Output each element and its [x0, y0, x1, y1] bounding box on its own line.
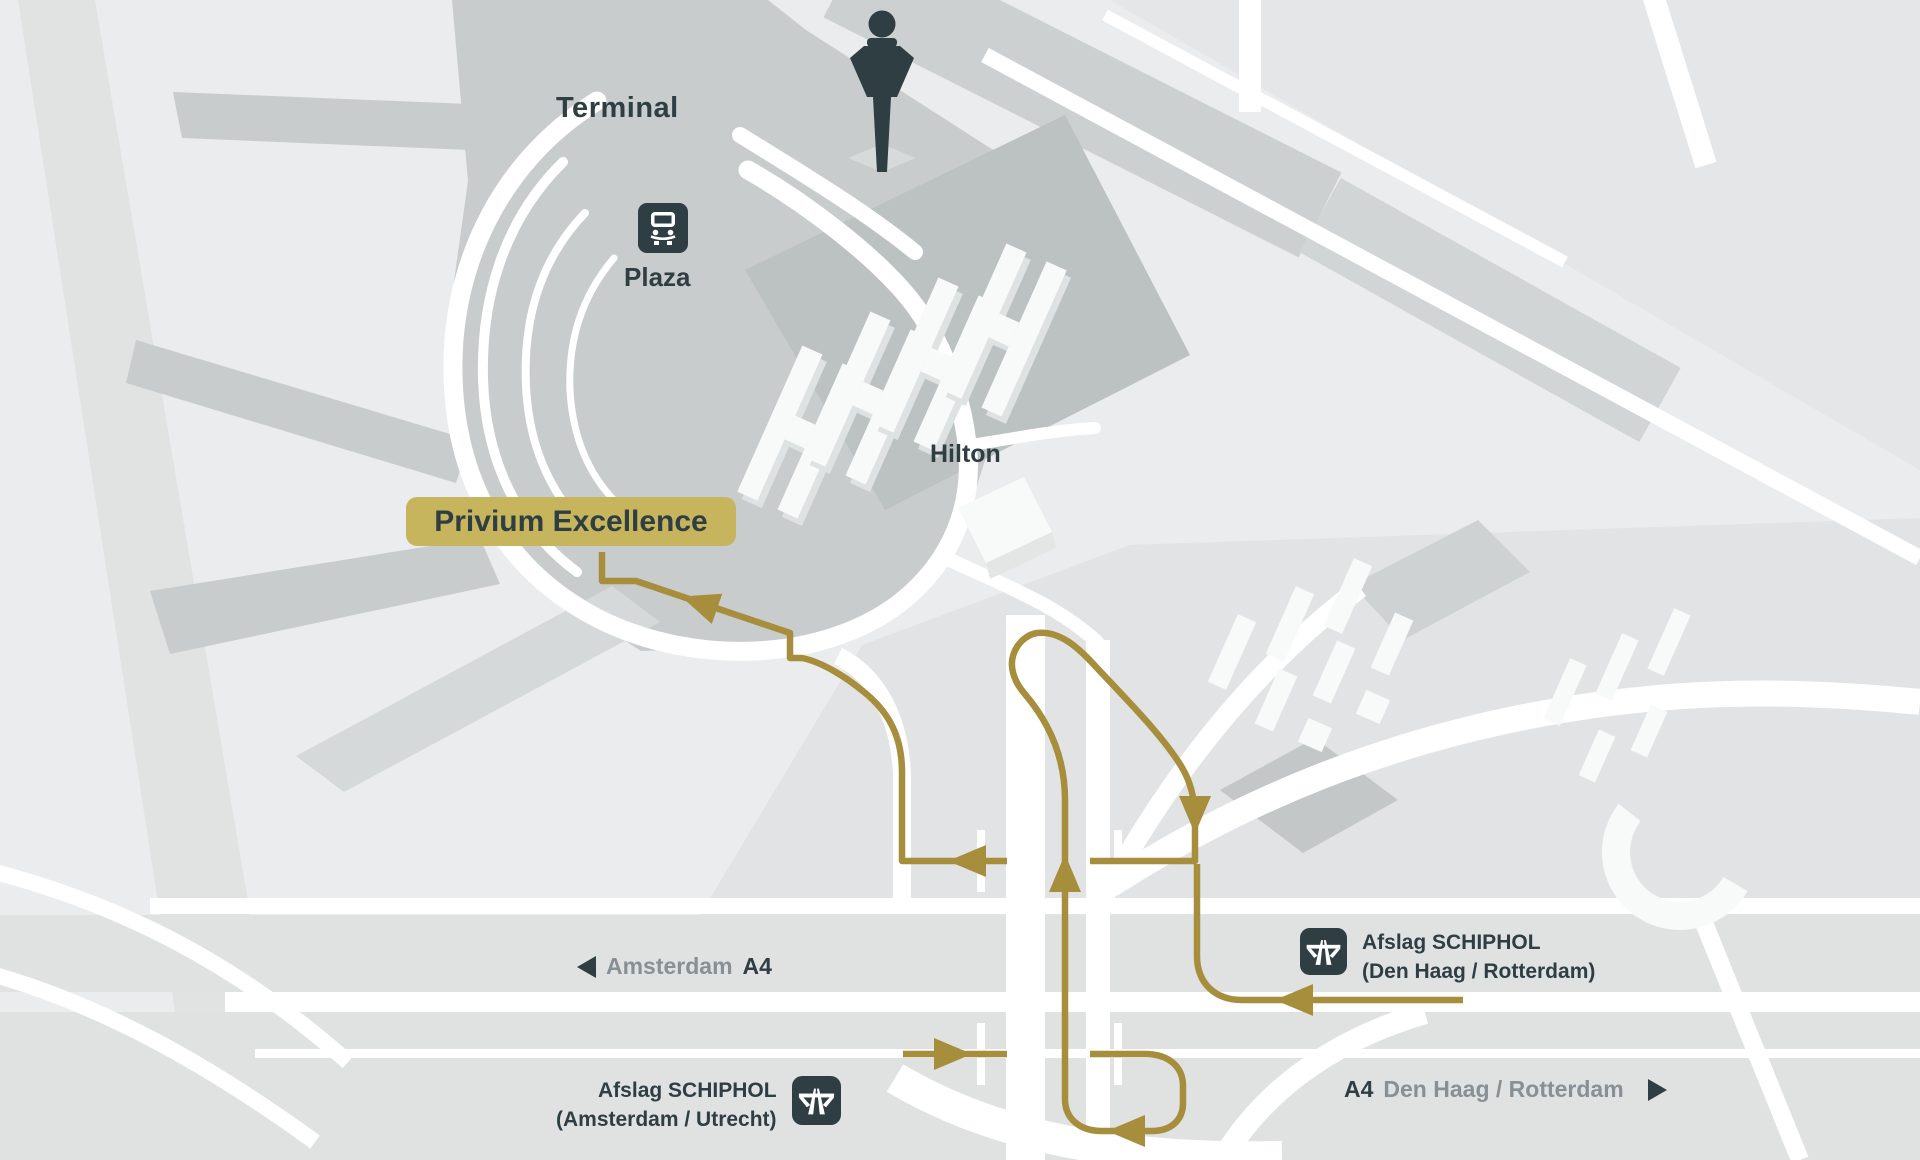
exit-schiphol-east: Afslag SCHIPHOL (Den Haag / Rotterdam): [1300, 928, 1595, 986]
parking-garage-buildings: [737, 243, 1072, 526]
route-arrow-down: [1179, 796, 1211, 834]
direction-road: A4: [1344, 1076, 1374, 1102]
pier-arm-west: [126, 340, 470, 483]
hilton-label: Hilton: [930, 440, 1001, 468]
exit-schiphol-south: Afslag SCHIPHOL (Amsterdam / Utrecht): [556, 1076, 841, 1134]
motorway-exit-icon: [791, 1076, 841, 1125]
train-station-icon: [638, 203, 688, 253]
route-to-privium: [598, 552, 1007, 865]
exit-label: Afslag SCHIPHOL (Amsterdam / Utrecht): [556, 1076, 777, 1134]
pier-arm-southwest: [150, 538, 500, 654]
privium-excellence-badge: Privium Excellence: [406, 497, 736, 546]
route-arrow-west: [948, 845, 986, 877]
east-direction-arrow-icon: [1647, 1078, 1667, 1101]
direction-amsterdam: Amsterdam A4: [577, 953, 772, 980]
office-buildings-far-east: [1543, 608, 1758, 930]
exit-label: Afslag SCHIPHOL (Den Haag / Rotterdam): [1362, 928, 1595, 986]
hilton-building: [958, 477, 1056, 579]
exit-line2: (Den Haag / Rotterdam): [1362, 960, 1596, 983]
terminal-label: Terminal: [556, 92, 679, 124]
highway-median-line: [225, 992, 1920, 1012]
direction-den-haag-rotterdam: A4 Den Haag / Rotterdam: [1344, 1076, 1667, 1103]
north-south-road: [1006, 615, 1045, 1160]
interchange-roads: [0, 580, 1920, 1160]
route-amsterdam-utrecht-loop: [1008, 629, 1199, 1135]
route-arrow-to-privium: [681, 593, 723, 624]
route-arrows: [681, 593, 1313, 1147]
route-arrow-up: [1049, 854, 1081, 892]
direction-destination: Den Haag / Rotterdam: [1383, 1076, 1624, 1102]
exit-line1: Afslag SCHIPHOL: [598, 1079, 777, 1102]
plaza-ring-road: [443, 91, 1104, 661]
curved-building: [1602, 774, 1758, 930]
plaza-label: Plaza: [624, 262, 691, 292]
office-buildings-east: [1207, 558, 1414, 753]
west-direction-arrow-icon: [577, 955, 596, 978]
control-tower-icon: [848, 10, 916, 172]
exit-line1: Afslag SCHIPHOL: [1362, 931, 1541, 954]
route-arrow-loop-west: [1107, 1115, 1145, 1147]
runway-strip: [18, 0, 292, 1160]
direction-road: A4: [742, 953, 772, 979]
route-arrow-east: [934, 1038, 972, 1070]
route-den-haag-rotterdam: [1193, 864, 1463, 1004]
northeast-roads: [823, 0, 1920, 566]
motorway-exit-icon: [1300, 928, 1347, 975]
direction-city: Amsterdam: [606, 953, 733, 979]
exit-line2: (Amsterdam / Utrecht): [556, 1108, 777, 1131]
apron-strip: [296, 586, 660, 792]
pier-arm-northwest: [173, 92, 470, 150]
route-arrow-exit-east: [1275, 984, 1313, 1016]
